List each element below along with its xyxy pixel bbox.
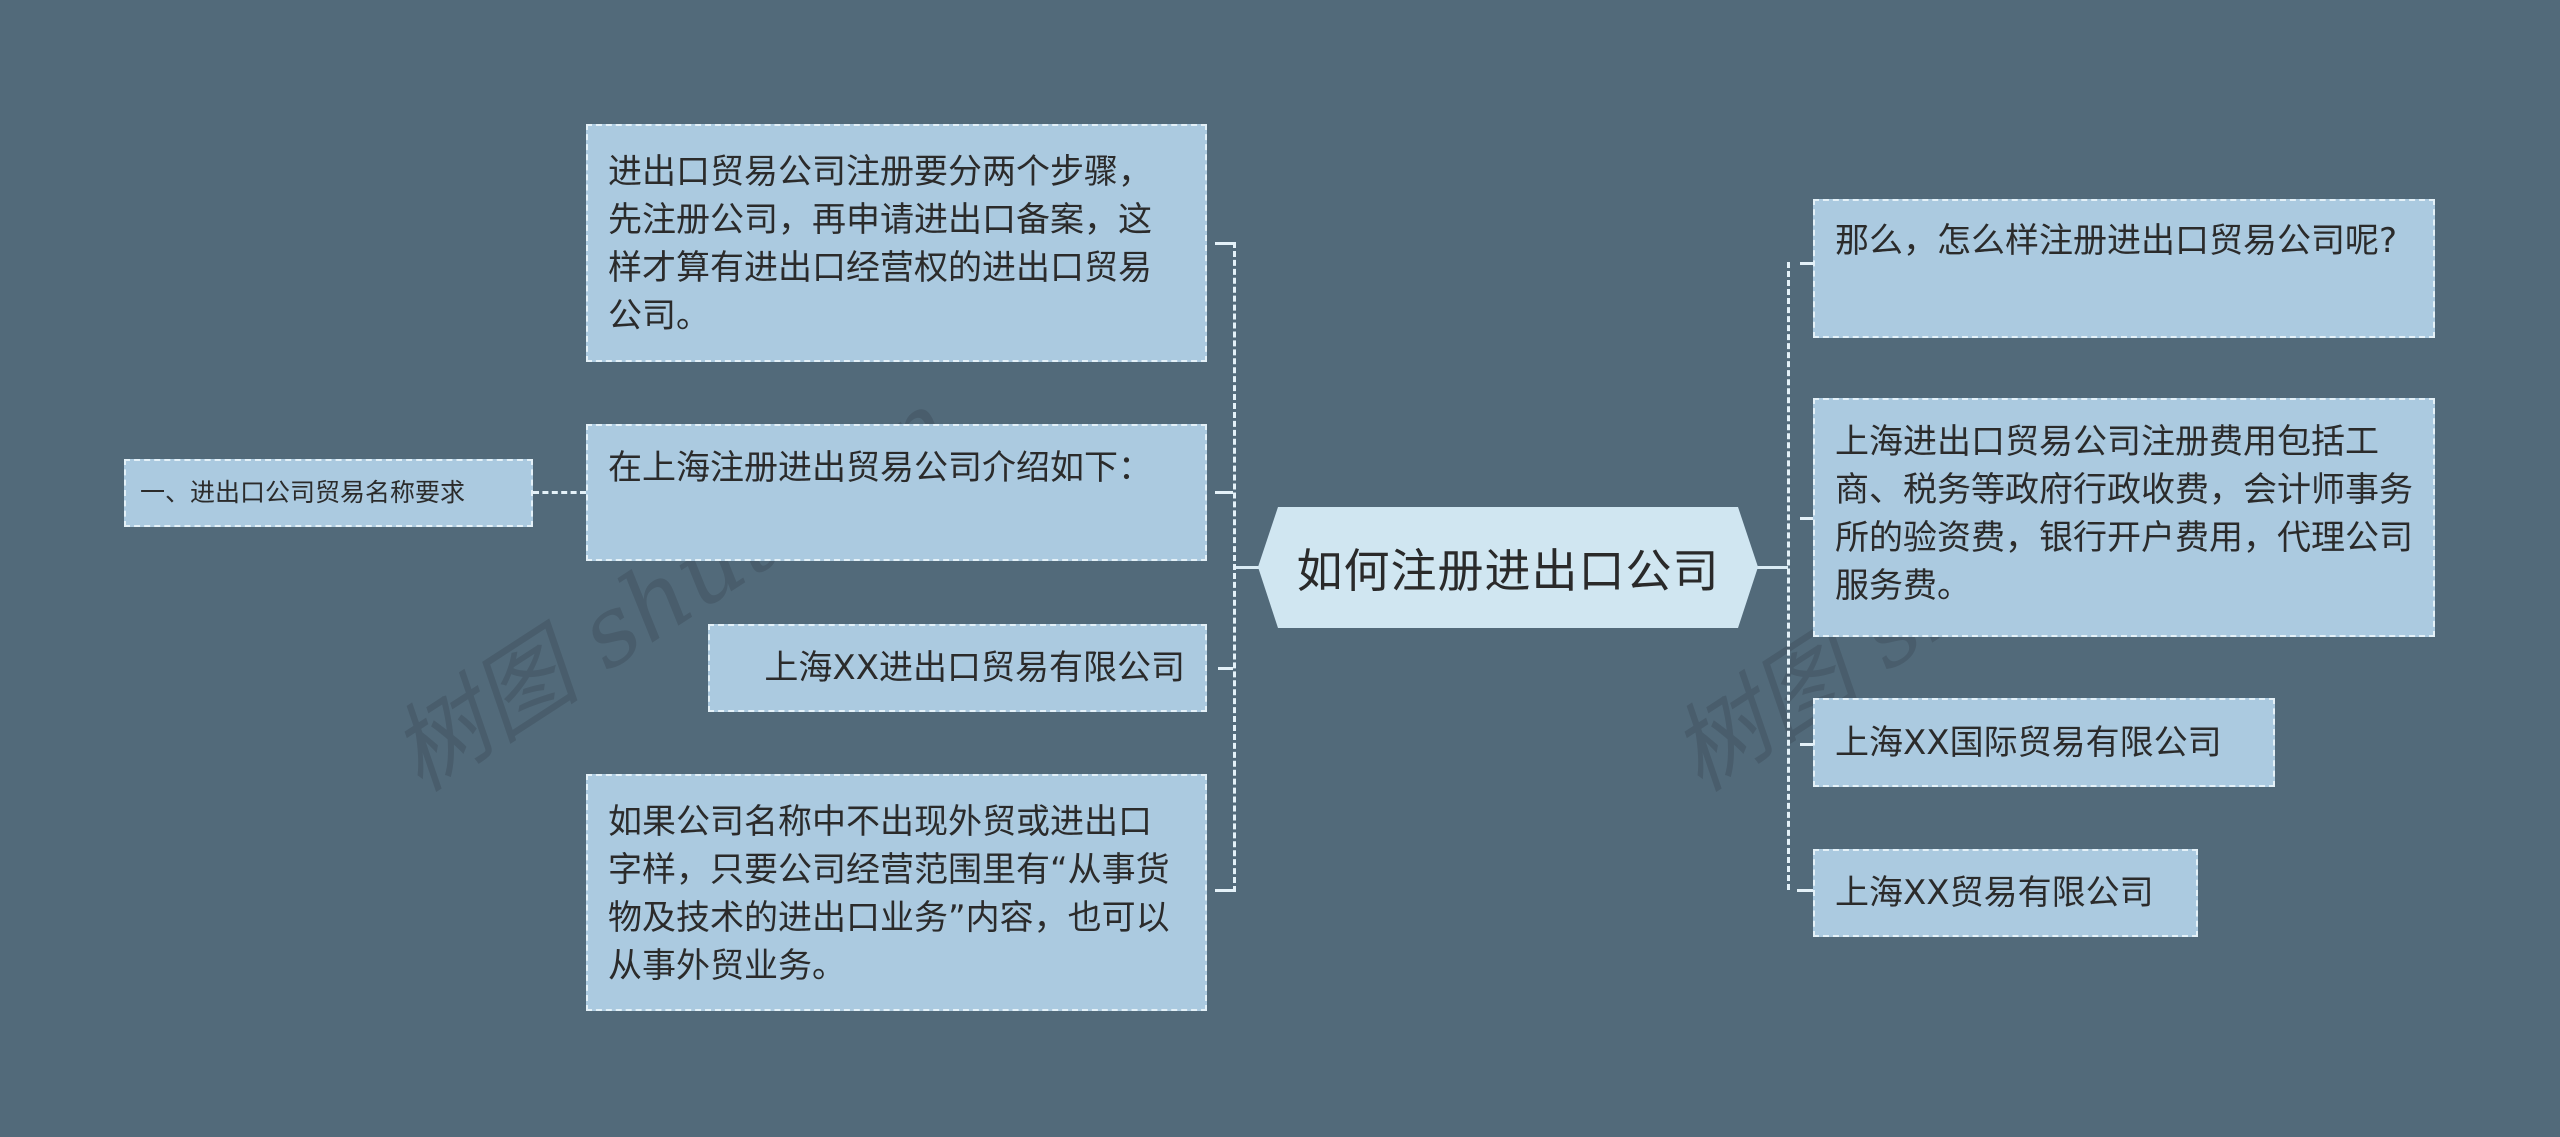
left-tick-4 <box>1215 889 1233 892</box>
root-left-connector <box>1236 566 1264 569</box>
right-node-2-label: 上海进出口贸易公司注册费用包括工商、税务等政府行政收费，会计师事务所的验资费，银… <box>1835 422 2413 606</box>
right-tick-3 <box>1800 743 1813 746</box>
hexagon-shape <box>1258 507 1758 628</box>
right-tick-2 <box>1800 517 1813 520</box>
left-node-2[interactable]: 在上海注册进出贸易公司介绍如下： <box>586 424 1207 561</box>
sub-branch-connector <box>533 491 586 494</box>
left-node-2-label: 在上海注册进出贸易公司介绍如下： <box>608 448 1152 488</box>
right-node-3-label: 上海XX国际贸易有限公司 <box>1835 722 2222 763</box>
right-tick-1 <box>1800 262 1813 265</box>
right-tick-4 <box>1797 889 1813 892</box>
right-trunk-line <box>1787 262 1790 890</box>
left-node-4-label: 如果公司名称中不出现外贸或进出口字样，只要公司经营范围里有“从事货物及技术的进出… <box>608 802 1170 986</box>
right-node-1[interactable]: 那么，怎么样注册进出口贸易公司呢? <box>1813 199 2435 338</box>
right-node-4[interactable]: 上海XX贸易有限公司 <box>1813 849 2198 937</box>
left-trunk-line <box>1233 242 1236 892</box>
left-node-4[interactable]: 如果公司名称中不出现外贸或进出口字样，只要公司经营范围里有“从事货物及技术的进出… <box>586 774 1207 1011</box>
left-node-1[interactable]: 进出口贸易公司注册要分两个步骤，先注册公司，再申请进出口备案，这样才算有进出口经… <box>586 124 1207 362</box>
left-node-3-label: 上海XX进出口贸易有限公司 <box>764 648 1185 688</box>
right-node-4-label: 上海XX贸易有限公司 <box>1835 873 2154 913</box>
root-node-label: 如何注册进出口公司 <box>1296 543 1720 598</box>
left-node-3[interactable]: 上海XX进出口贸易有限公司 <box>708 624 1207 712</box>
root-node[interactable]: 如何注册进出口公司 <box>1258 507 1758 628</box>
watermark-left: 树图 shutu.cn <box>371 368 972 813</box>
right-node-2[interactable]: 上海进出口贸易公司注册费用包括工商、税务等政府行政收费，会计师事务所的验资费，银… <box>1813 398 2435 637</box>
sub-node-label: 一、进出口公司贸易名称要求 <box>140 478 466 507</box>
left-tick-1 <box>1215 242 1233 245</box>
root-right-connector <box>1752 566 1788 569</box>
right-node-3[interactable]: 上海XX国际贸易有限公司 <box>1813 698 2275 787</box>
left-node-1-label: 进出口贸易公司注册要分两个步骤，先注册公司，再申请进出口备案，这样才算有进出口经… <box>608 152 1152 336</box>
left-tick-2 <box>1215 491 1233 494</box>
right-node-1-label: 那么，怎么样注册进出口贸易公司呢? <box>1835 221 2398 261</box>
sub-node-name-requirements[interactable]: 一、进出口公司贸易名称要求 <box>124 459 533 527</box>
left-tick-3 <box>1218 667 1233 670</box>
